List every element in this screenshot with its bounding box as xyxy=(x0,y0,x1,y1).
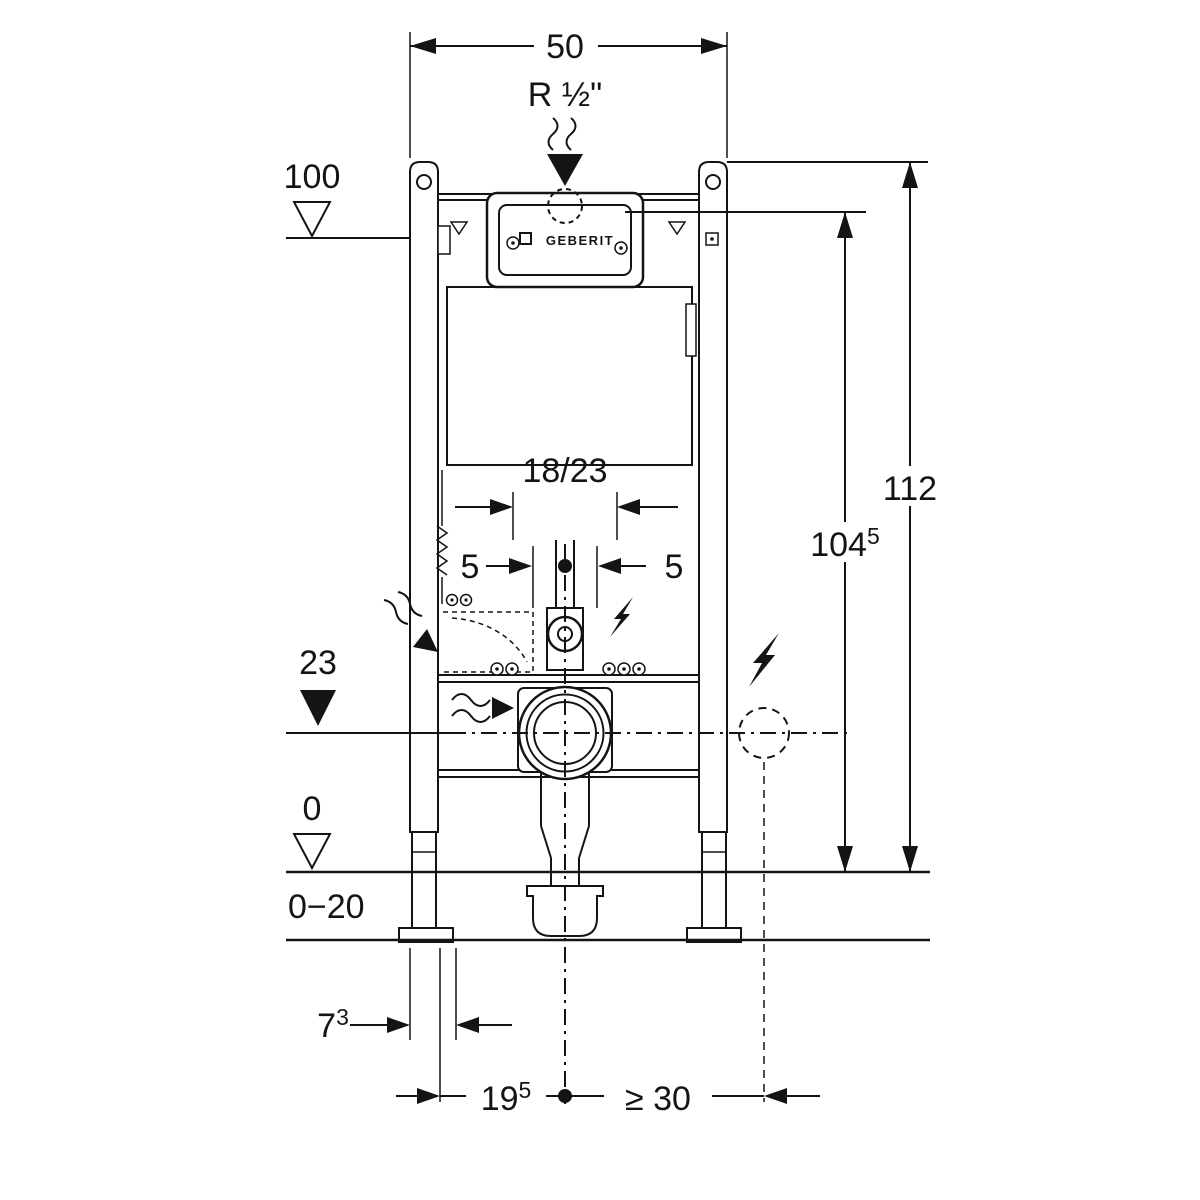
supply-hole-dashed xyxy=(547,188,583,224)
dimension-frame-width: 50 xyxy=(409,28,728,158)
left-foot-plate xyxy=(398,927,454,943)
fill-valve-assembly xyxy=(435,470,534,673)
flush-bend-clip xyxy=(685,303,697,357)
flow-arrow-outlet xyxy=(451,693,514,723)
rail-bracket xyxy=(437,225,451,255)
dim-arrowhead xyxy=(902,162,918,188)
dim-arrowhead xyxy=(902,846,918,872)
flex-hose-dashed xyxy=(451,617,528,663)
dimension-height-actuation: 1045 xyxy=(625,211,887,872)
flow-arrowhead xyxy=(492,697,514,719)
inspection-box-inner xyxy=(498,204,632,276)
wavy-line xyxy=(565,117,577,151)
dim-label-1823: 18/23 xyxy=(522,452,607,490)
centerlines xyxy=(286,544,850,1104)
dim-arrowhead xyxy=(387,1017,410,1033)
left-foot xyxy=(398,832,454,943)
dim-label-50: 50 xyxy=(546,28,584,66)
dim-label-19: 195 xyxy=(481,1077,532,1118)
water-level-mark xyxy=(449,221,469,236)
open-level-triangle xyxy=(292,833,332,871)
dim-label-104: 1045 xyxy=(810,523,880,564)
level-label-23: 23 xyxy=(299,644,337,682)
flow-arrowhead xyxy=(413,629,438,652)
left-rail xyxy=(409,161,439,833)
brand-label: GEBERIT xyxy=(546,233,614,248)
water-level-mark xyxy=(667,221,687,236)
level-marker-0: 0 xyxy=(292,790,332,871)
dim-arrowhead xyxy=(617,499,640,515)
dim-arrowhead xyxy=(598,558,621,574)
alt-outlet-dashed-circle xyxy=(738,707,790,759)
dimension-height-total: 112 xyxy=(727,161,944,872)
level-marker-100: 100 xyxy=(284,158,410,239)
right-foot-plate xyxy=(686,927,742,943)
right-foot xyxy=(686,832,742,943)
alternative-outlet xyxy=(738,633,790,1102)
concealed-cistern: GEBERIT xyxy=(437,188,719,466)
floor-range-label: 0−20 xyxy=(288,888,365,926)
right-rail-hole xyxy=(705,174,721,190)
dim-label-112: 112 xyxy=(883,470,937,508)
dimensions-bottom: 73 195 ≥ 30 xyxy=(317,948,820,1118)
level-marker-23: 23 xyxy=(299,644,337,726)
supply-arrowhead xyxy=(547,154,583,186)
center-point-dot xyxy=(558,1089,572,1103)
threaded-rod-icon xyxy=(435,525,449,576)
dim-label-5-left: 5 xyxy=(461,548,480,586)
open-level-triangle xyxy=(292,201,332,239)
dimension-offsets-5: 5 5 xyxy=(461,546,684,608)
center-point-dot xyxy=(558,559,572,573)
drain-trap xyxy=(526,885,604,937)
dim-arrowhead xyxy=(837,846,853,872)
filled-level-triangle xyxy=(300,690,336,726)
dim-arrowhead xyxy=(701,38,727,54)
flow-arrow-hose xyxy=(383,591,438,652)
right-rail xyxy=(698,161,728,833)
dim-arrowhead xyxy=(417,1088,440,1104)
level-label-100: 100 xyxy=(284,158,341,196)
dim-arrowhead xyxy=(410,38,436,54)
dim-arrowhead xyxy=(764,1088,787,1104)
brand-logo-icon xyxy=(519,232,532,245)
left-rail-hole xyxy=(416,174,432,190)
dim-arrowhead xyxy=(509,558,532,574)
dim-label-7: 73 xyxy=(317,1004,349,1045)
lightning-bolt-icon xyxy=(610,597,633,637)
floor-levels xyxy=(286,870,930,942)
dim-arrowhead xyxy=(456,1017,479,1033)
water-supply-callout: R ½" xyxy=(528,76,602,186)
dimension-depth-range: 18/23 xyxy=(455,452,678,540)
hose-zone-dashed xyxy=(443,611,534,673)
dim-label-5-right: 5 xyxy=(665,548,684,586)
dim-label-min30: ≥ 30 xyxy=(625,1080,691,1118)
inspection-box xyxy=(485,191,645,289)
dim-arrowhead xyxy=(837,212,853,238)
cistern-tank xyxy=(446,286,693,466)
level-label-0: 0 xyxy=(303,790,322,828)
wavy-line xyxy=(547,117,559,151)
dim-arrowhead xyxy=(490,499,513,515)
supply-label: R ½" xyxy=(528,76,602,114)
lightning-bolt-icon xyxy=(749,633,779,687)
